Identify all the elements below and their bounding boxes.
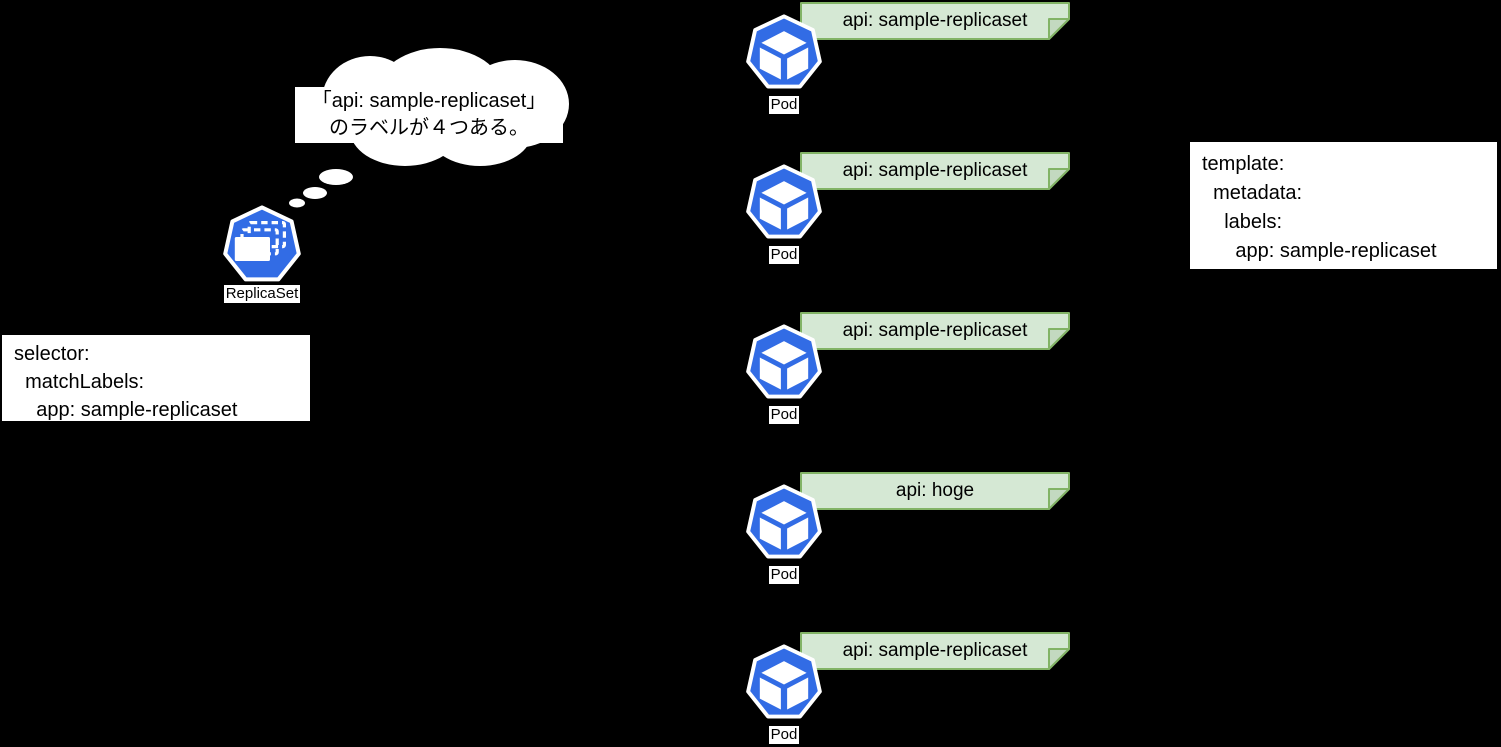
template-line: app: sample-replicaset xyxy=(1202,240,1437,262)
pod-row: api: sample-replicaset Pod xyxy=(744,632,1084,747)
pod-label: Pod xyxy=(768,406,800,424)
pod-icon xyxy=(746,484,822,559)
label-note xyxy=(800,2,1070,40)
selector-line: matchLabels: xyxy=(14,371,145,393)
pod-label: Pod xyxy=(768,566,800,584)
replicaset-label: ReplicaSet xyxy=(223,285,301,303)
replicaset-icon xyxy=(223,205,301,282)
label-note xyxy=(800,632,1070,670)
pod-row: api: sample-replicaset Pod xyxy=(744,312,1084,430)
pod-label-wrap: Pod xyxy=(745,406,823,424)
pod-label: Pod xyxy=(768,726,800,744)
pod-label-note-text: api: hoge xyxy=(895,480,975,501)
label-note xyxy=(800,152,1070,190)
pod-label: Pod xyxy=(768,96,800,114)
pod-icon xyxy=(746,164,822,239)
selector-line: selector: xyxy=(14,343,90,365)
template-line: labels: xyxy=(1202,211,1283,233)
thought-line-2: のラベルが４つある。 xyxy=(329,117,529,139)
thought-bubble-text: 「api: sample-replicaset」 のラベルが４つある。 xyxy=(295,87,563,143)
thought-line-1: 「api: sample-replicaset」 xyxy=(311,90,547,112)
pod-icon xyxy=(746,324,822,399)
pod-icon xyxy=(746,644,822,719)
template-line: template: xyxy=(1202,153,1285,175)
pod-label-note-text: api: sample-replicaset xyxy=(842,10,1028,31)
pod-row: api: hoge Pod xyxy=(744,472,1084,590)
pod-label-wrap: Pod xyxy=(745,96,823,114)
pod-label-wrap: Pod xyxy=(745,246,823,264)
pod-label-note-text: api: sample-replicaset xyxy=(842,160,1028,181)
pod-label-wrap: Pod xyxy=(745,566,823,584)
selector-yaml-box: selector: matchLabels: app: sample-repli… xyxy=(2,335,310,421)
template-line: metadata: xyxy=(1202,182,1303,204)
pod-label: Pod xyxy=(768,246,800,264)
selector-line: app: sample-replicaset xyxy=(14,399,238,421)
pod-label-wrap: Pod xyxy=(745,726,823,744)
pod-label-note-text: api: sample-replicaset xyxy=(842,320,1028,341)
pod-label-note-text: api: sample-replicaset xyxy=(842,640,1028,661)
pod-icon xyxy=(746,14,822,89)
template-yaml-box: template: metadata: labels: app: sample-… xyxy=(1190,142,1497,269)
pod-row: api: sample-replicaset Pod xyxy=(744,2,1084,120)
pod-row: api: sample-replicaset Pod xyxy=(744,152,1084,270)
replicaset-label-wrap: ReplicaSet xyxy=(212,285,312,303)
